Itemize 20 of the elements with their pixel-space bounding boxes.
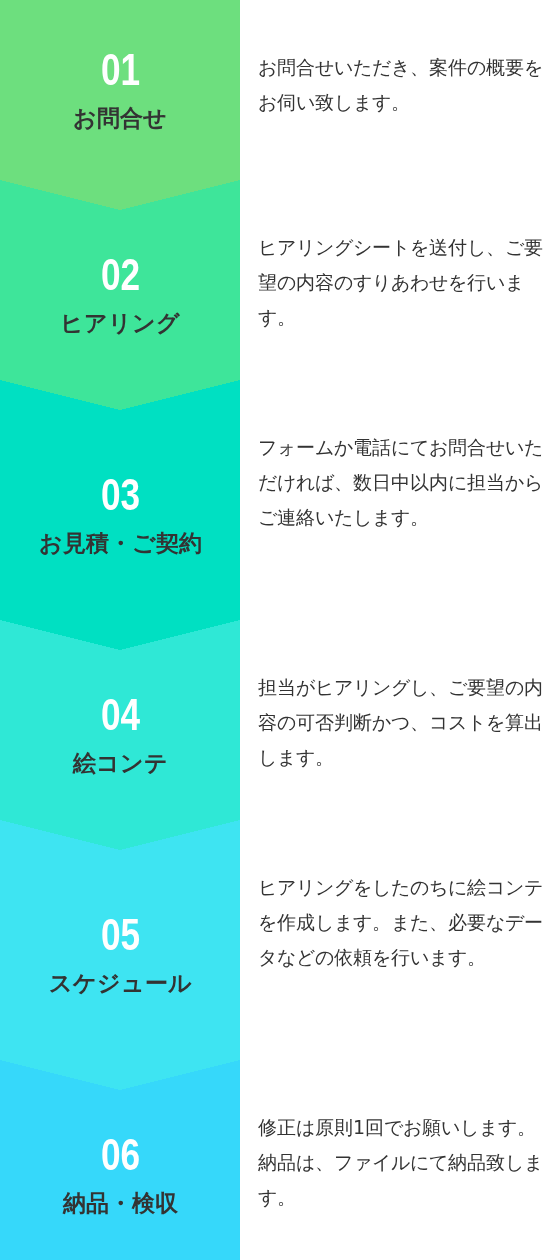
step-band <box>0 0 240 180</box>
step-title: ヒアリング <box>60 308 180 338</box>
step-title: 絵コンテ <box>72 748 168 778</box>
step-number: 05 <box>100 911 140 960</box>
step-number: 02 <box>100 251 140 300</box>
step-number: 01 <box>100 46 140 95</box>
step-description: 担当がヒアリングし、ご要望の内容の可否判断かつ、コストを算出します。 <box>258 675 544 771</box>
step-title: お問合せ <box>73 103 167 133</box>
step-title: 納品・検収 <box>62 1188 178 1218</box>
step-band <box>0 1060 240 1260</box>
step-title: お見積・ご契約 <box>38 528 202 558</box>
step-description: ヒアリングシートを送付し、ご要望の内容のすりあわせを行います。 <box>258 235 544 331</box>
step-number: 03 <box>100 471 140 520</box>
step-description: ヒアリングをしたのちに絵コンテを作成します。また、必要なデータなどの依頼を行います。 <box>258 875 544 971</box>
step-title: スケジュール <box>48 968 192 998</box>
step-description: フォームか電話にてお問合せいただければ、数日中以内に担当からご連絡いたします。 <box>258 435 544 531</box>
step-number: 06 <box>100 1131 140 1180</box>
step-number: 04 <box>100 691 140 740</box>
step-description: お問合せいただき、案件の概要をお伺い致します。 <box>258 55 544 116</box>
step-description: 修正は原則1回でお願いします。納品は、ファイルにて納品致します。 <box>258 1115 544 1211</box>
